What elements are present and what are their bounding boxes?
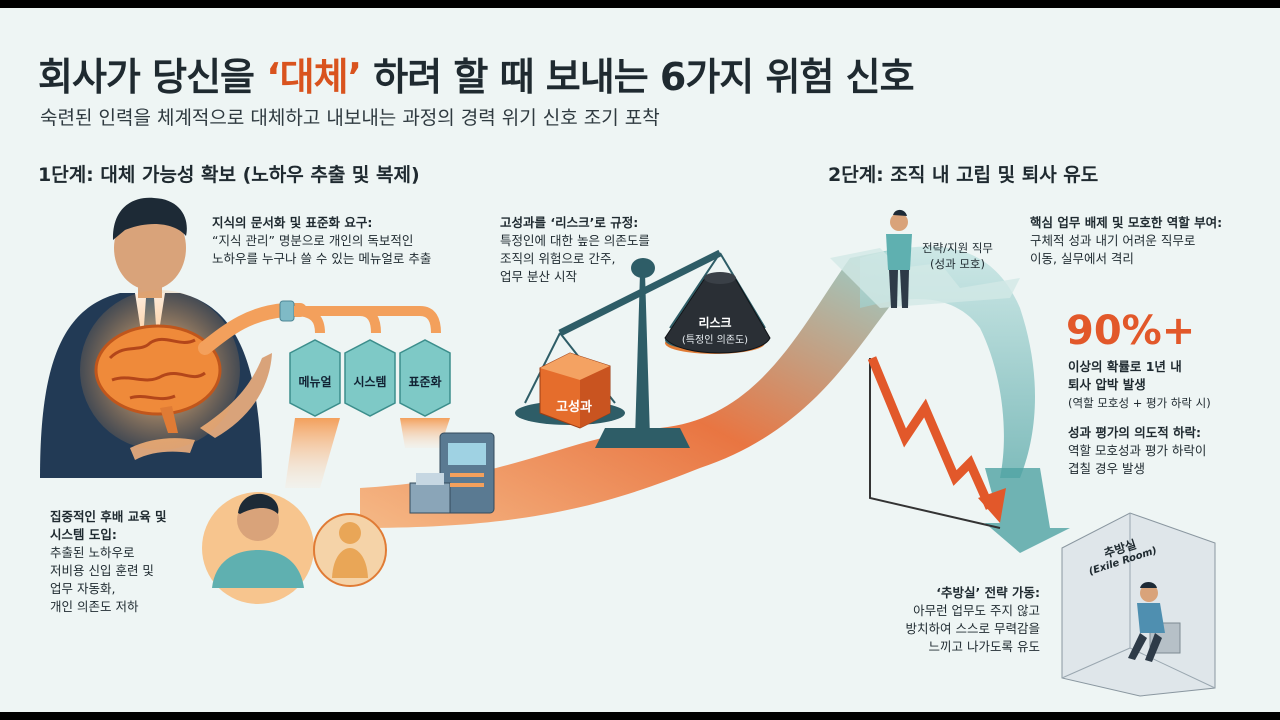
knowledge-line: “지식 관리” 명분으로 개인의 독보적인 xyxy=(212,233,414,248)
evaluation-line: 겹칠 경우 발생 xyxy=(1068,461,1145,476)
teal-flow xyxy=(860,246,1035,478)
isolated-worker xyxy=(886,209,912,308)
risk-line: 특정인에 대한 높은 의존도를 xyxy=(500,233,650,248)
training-annotation: 집중적인 후배 교육 및 시스템 도입: 추출된 노하우로 저비용 신입 훈련 … xyxy=(50,508,167,616)
risk-weight-label: 리스크 xyxy=(698,316,732,330)
evaluation-annotation: 성과 평가의 의도적 하락: 역할 모호성과 평가 하락이 겹칠 경우 발생 xyxy=(1068,424,1206,478)
risk-line: 업무 분산 시작 xyxy=(500,269,577,284)
illustration-layer xyxy=(40,197,1216,697)
system-box xyxy=(344,339,396,417)
standard-box xyxy=(399,339,451,417)
title-highlight: ‘대체’ xyxy=(266,55,362,99)
box-label-standard: 표준화 xyxy=(408,375,442,389)
falling-chart xyxy=(867,356,1006,529)
risk-line: 조직의 위험으로 간주, xyxy=(500,251,616,266)
broken-ground xyxy=(830,248,1020,308)
evaluation-line: 역할 모호성과 평가 하락이 xyxy=(1068,443,1207,458)
pipe-branches xyxy=(293,306,441,334)
title-text-before: 회사가 당신을 xyxy=(38,55,267,99)
junior-person xyxy=(202,492,314,604)
risk-weight xyxy=(664,272,771,354)
stat-heading: 이상의 확률로 1년 내 xyxy=(1068,359,1182,374)
risk-heading: 고성과를 ‘리스크’로 규정: xyxy=(500,215,639,230)
training-heading: 집중적인 후배 교육 및 xyxy=(50,509,167,524)
training-heading: 시스템 도입: xyxy=(50,527,117,542)
knowledge-heading: 지식의 문서화 및 표준화 요구: xyxy=(212,215,373,230)
training-line: 추출된 노하우로 xyxy=(50,545,135,560)
exile-line: 느끼고 나가도록 유도 xyxy=(928,639,1040,654)
high-performance-label: 고성과 xyxy=(556,400,592,415)
worker-role-note: (성과 모호) xyxy=(930,257,985,271)
exclusion-line: 구체적 성과 내기 어려운 직무로 xyxy=(1030,233,1196,248)
page-title: 회사가 당신을 ‘대체’ 하려 할 때 보내는 6가지 위험 신호 xyxy=(38,46,915,101)
stat-value: 90%+ xyxy=(1066,308,1196,354)
exile-room xyxy=(1061,512,1216,697)
automation-machine xyxy=(409,432,495,514)
exile-annotation: ‘추방실’ 전략 가동: 아무런 업무도 주지 않고 방치하여 스스로 무력감을… xyxy=(880,584,1040,656)
risk-annotation: 고성과를 ‘리스크’로 규정: 특정인에 대한 높은 의존도를 조직의 위험으로… xyxy=(500,214,650,286)
high-performance-cube xyxy=(539,352,611,429)
box-label-manual: 메뉴얼 xyxy=(298,375,332,389)
exile-line: 방치하여 스스로 무력감을 xyxy=(905,621,1040,636)
exclusion-heading: 핵심 업무 배제 및 모호한 역할 부여: xyxy=(1030,215,1223,230)
drop-to-junior xyxy=(285,418,340,488)
evaluation-heading: 성과 평가의 의도적 하락: xyxy=(1068,425,1202,440)
exile-heading: ‘추방실’ 전략 가동: xyxy=(936,585,1040,600)
teal-arrow-down xyxy=(985,468,1070,553)
knowledge-annotation: 지식의 문서화 및 표준화 요구: “지식 관리” 명분으로 개인의 독보적인 … xyxy=(212,214,431,268)
stat-heading: 퇴사 압박 발생 xyxy=(1068,377,1146,392)
title-text-after: 하려 할 때 보내는 6가지 위험 신호 xyxy=(361,55,914,99)
page-subtitle: 숙련된 인력을 체계적으로 대체하고 내보내는 과정의 경력 위기 신호 조기 … xyxy=(40,107,660,129)
brain-icon xyxy=(80,290,240,450)
exclusion-annotation: 핵심 업무 배제 및 모호한 역할 부여: 구체적 성과 내기 어려운 직무로 … xyxy=(1030,214,1222,268)
box-label-system: 시스템 xyxy=(353,375,387,389)
exile-line: 아무런 업무도 주지 않고 xyxy=(913,603,1040,618)
knowledge-line: 노하우를 누구나 쓸 수 있는 메뉴얼로 추출 xyxy=(212,251,432,266)
risk-weight-sublabel: (특정인 의존도) xyxy=(681,335,749,346)
stage2-title: 2단계: 조직 내 고립 및 퇴사 유도 xyxy=(828,164,1099,186)
training-line: 저비용 신입 훈련 및 xyxy=(50,563,154,578)
worker-label: 전략/지원 직무 (성과 모호) xyxy=(922,240,993,272)
exclusion-line: 이동, 실무에서 격리 xyxy=(1030,251,1134,266)
stage1-title: 1단계: 대체 가능성 확보 (노하우 추출 및 복제) xyxy=(38,164,420,186)
worker-role: 전략/지원 직무 xyxy=(922,241,994,255)
training-line: 업무 자동화, xyxy=(50,581,116,596)
stat-annotation: 이상의 확률로 1년 내 퇴사 압박 발생 (역할 모호성 + 평가 하락 시) xyxy=(1068,358,1211,412)
infographic: 회사가 당신을 ‘대체’ 하려 할 때 보내는 6가지 위험 신호 숙련된 인력… xyxy=(0,8,1280,712)
silhouette-figure xyxy=(313,513,387,587)
stat-note: (역할 모호성 + 평가 하락 시) xyxy=(1068,396,1211,410)
drop-to-machine xyxy=(400,418,450,448)
manual-box xyxy=(289,339,341,417)
training-line: 개인 의존도 저하 xyxy=(50,599,139,614)
